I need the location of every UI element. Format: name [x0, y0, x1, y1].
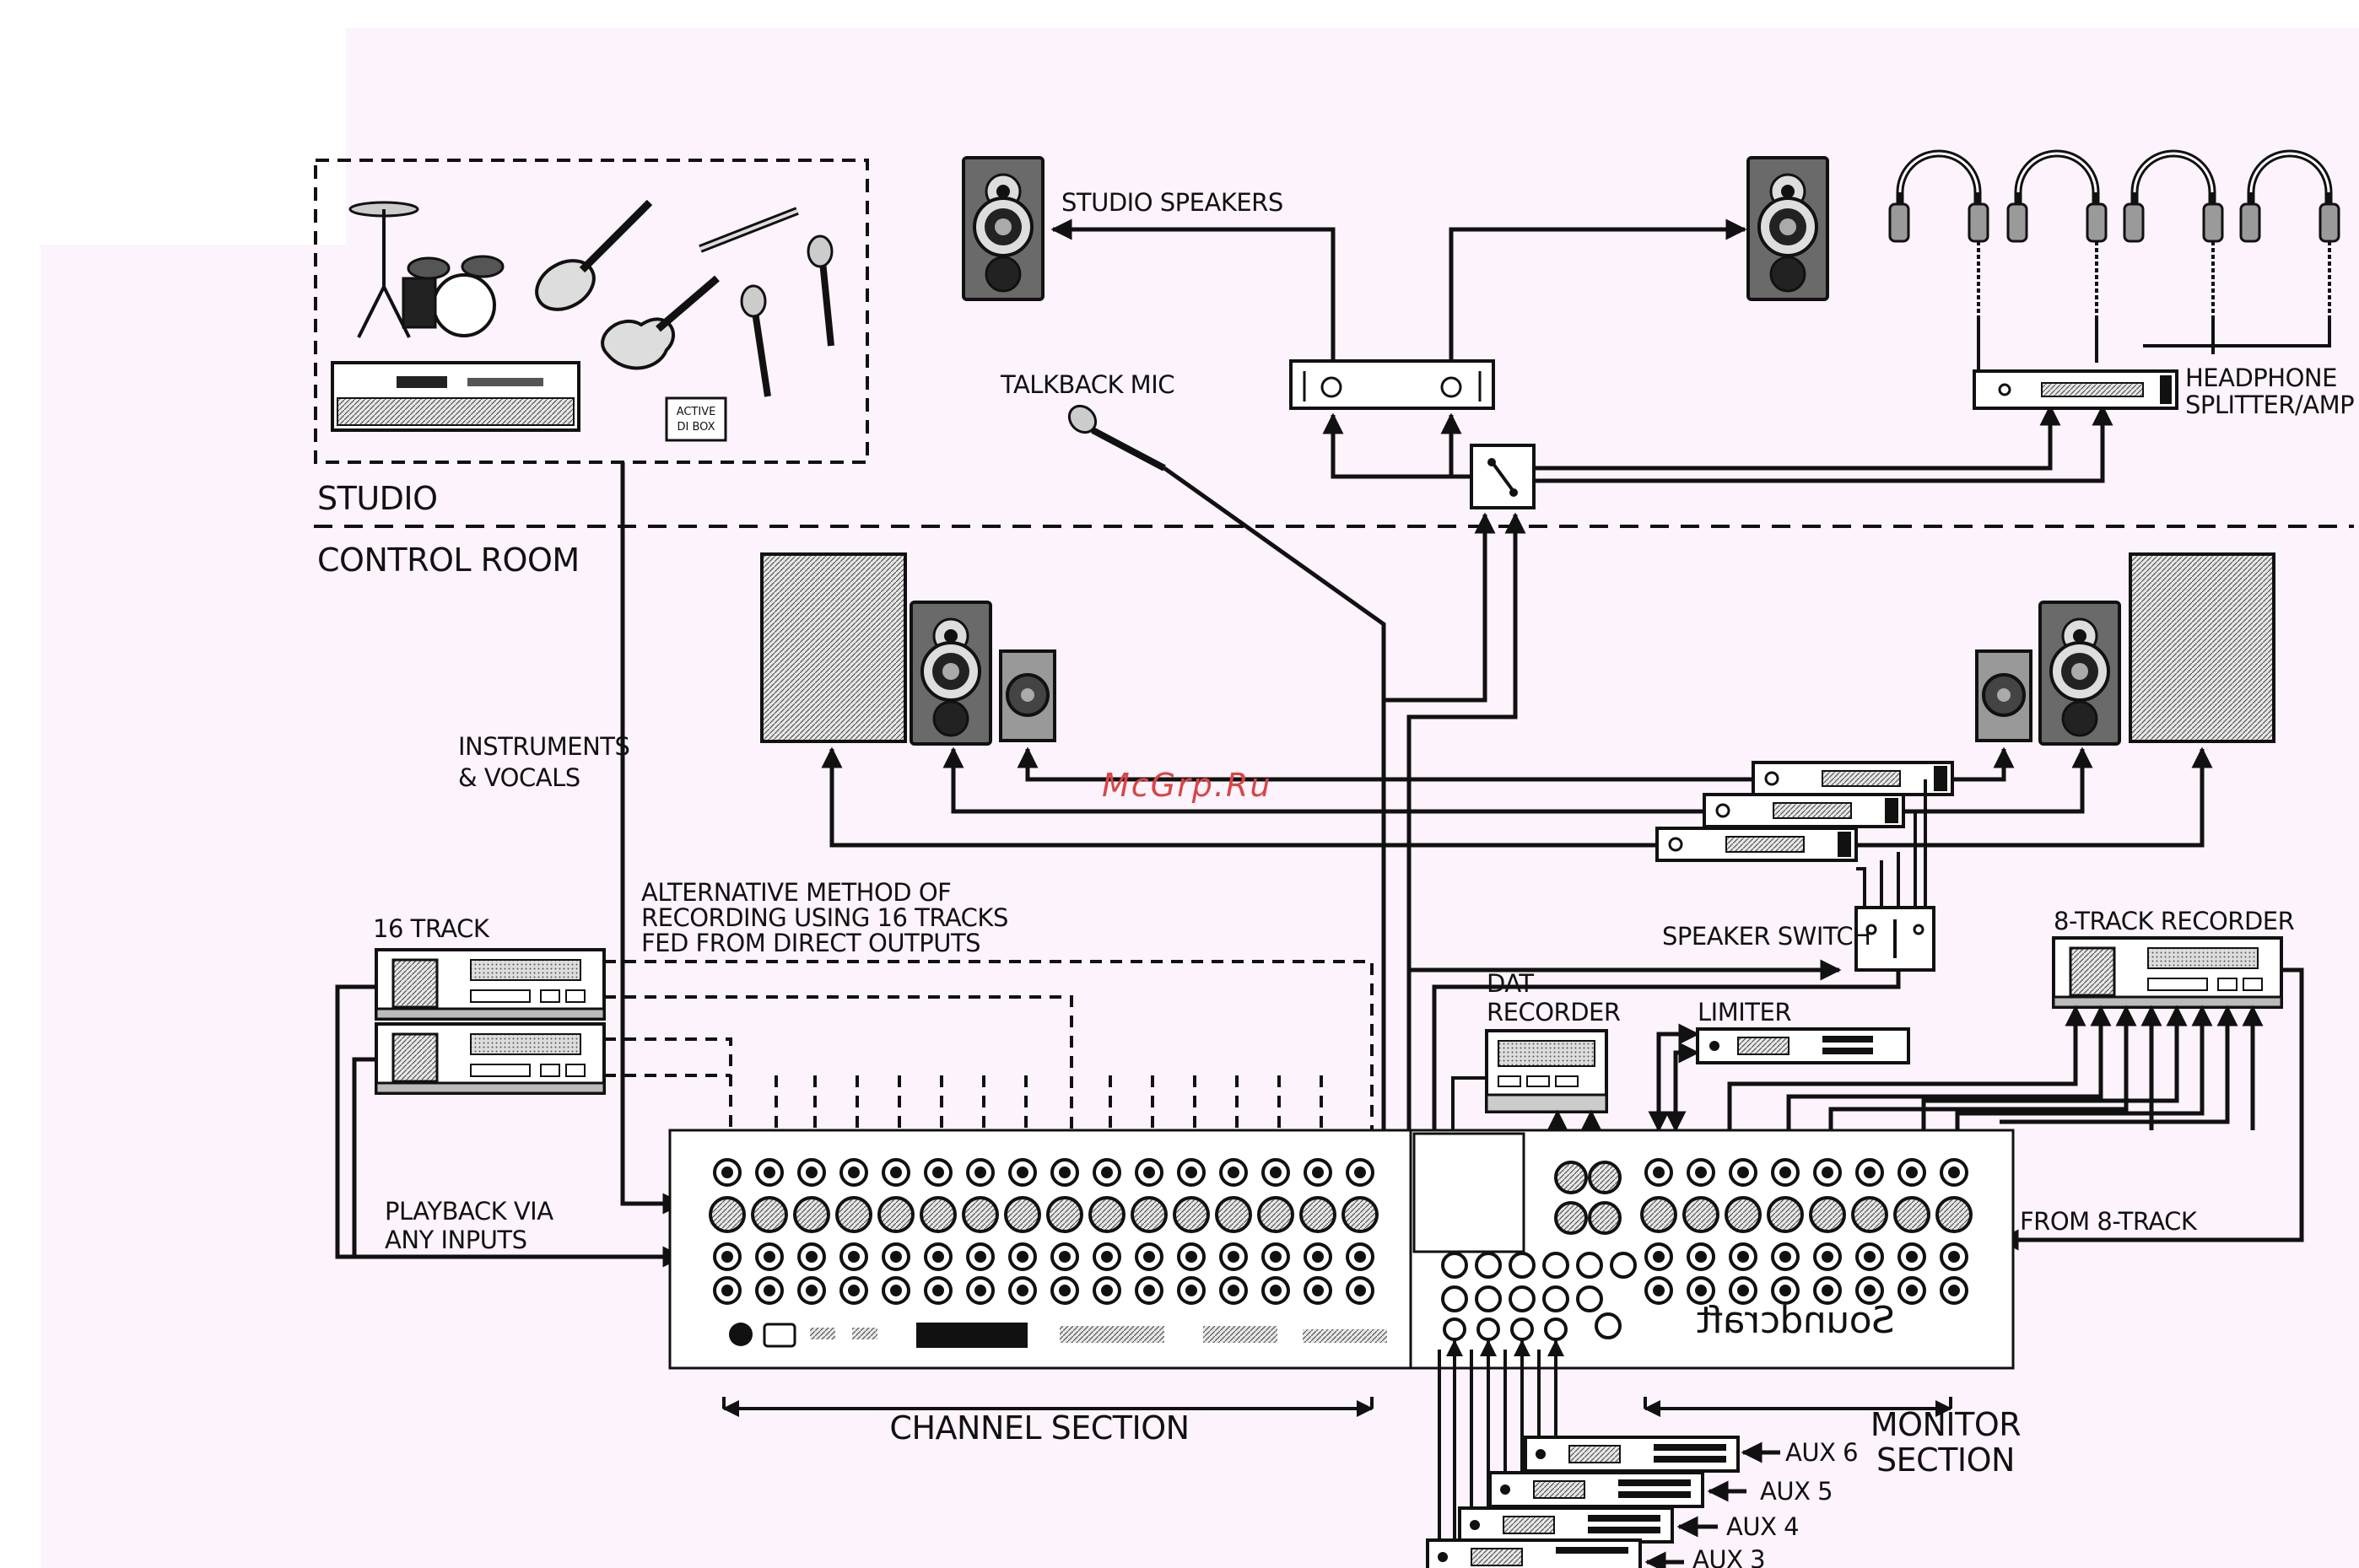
dat-label-1: DAT — [1487, 969, 1534, 998]
speaker-switch-box — [1854, 906, 1935, 972]
studio-label: STUDIO — [317, 480, 438, 517]
control-room-speaker-large-right-icon — [2129, 552, 2275, 743]
studio-instruments-box — [314, 159, 869, 464]
electric-guitar-icon — [601, 275, 720, 370]
watermark-text: McGrp.Ru — [1102, 767, 1271, 804]
talkback-mic-icon — [1067, 404, 1166, 471]
control-room-speaker-large-left-icon — [760, 552, 907, 743]
limiter-label: LIMITER — [1698, 998, 1791, 1026]
playback-label-1: PLAYBACK VIA — [385, 1197, 553, 1226]
control-room-speaker-mid-right-icon — [2038, 601, 2121, 746]
microphone-icon — [740, 234, 834, 397]
instruments-label-2: & VOCALS — [458, 763, 580, 792]
headphone-label-2: SPLITTER/AMP — [2185, 391, 2354, 419]
talkback-mic-label: TALKBACK MIC — [1000, 370, 1174, 399]
control-room-amp-2 — [1703, 793, 1905, 828]
studio-amplifier — [1289, 359, 1495, 410]
channel-section-label: CHANNEL SECTION — [889, 1409, 1189, 1447]
aux-rack-6 — [1524, 1436, 1740, 1473]
aux4-label: AUX 4 — [1726, 1512, 1799, 1541]
keyboard-synth-icon — [331, 361, 580, 432]
limiter-icon — [1696, 1027, 1910, 1064]
track16-recorder-top-icon — [375, 948, 606, 1021]
alt-method-label-2: RECORDING USING 16 TRACKS — [641, 903, 1008, 932]
aux-rack-4 — [1458, 1506, 1674, 1544]
headphone-splitter-amp — [1973, 369, 2178, 410]
acoustic-guitar-icon — [535, 199, 653, 311]
control-room-amp-3 — [1655, 827, 1858, 862]
aux3-label: AUX 3 — [1692, 1545, 1765, 1568]
speaker-switch-label: SPEAKER SWITCH — [1662, 922, 1870, 951]
aux-send-lines — [1438, 1339, 1564, 1540]
direct-output-dashed-lines — [604, 960, 1374, 1134]
flute-icon — [699, 207, 799, 253]
monitor-section-label-1: MONITOR — [1870, 1406, 2021, 1443]
aux5-label: AUX 5 — [1760, 1477, 1833, 1506]
instruments-label-1: INSTRUMENTS — [458, 732, 629, 761]
studio-speakers-label: STUDIO SPEAKERS — [1061, 188, 1283, 217]
track8-label: 8-TRACK RECORDER — [2054, 907, 2295, 935]
control-room-speaker-small-left-icon — [999, 649, 1056, 742]
control-room-label: CONTROL ROOM — [317, 542, 580, 579]
active-di-box: ACTIVE DI BOX — [665, 396, 727, 442]
track16-label: 16 TRACK — [373, 914, 490, 943]
master-section-jacks — [1441, 1161, 1637, 1341]
dat-recorder-icon — [1485, 1029, 1608, 1113]
alt-method-label-1: ALTERNATIVE METHOD OF — [641, 878, 951, 907]
active-di-label-2: DI BOX — [677, 421, 715, 434]
monitor-section-label-2: SECTION — [1876, 1441, 2015, 1479]
alt-method-label-3: FED FROM DIRECT OUTPUTS — [641, 929, 980, 957]
control-room-speaker-mid-left-icon — [910, 601, 992, 746]
mixing-console-rear-panel-icon: Soundcraft — [668, 1129, 2015, 1370]
dat-label-2: RECORDER — [1487, 998, 1621, 1026]
active-di-label-1: ACTIVE — [677, 406, 716, 418]
drum-kit-icon — [348, 201, 505, 338]
from-8track-label: FROM 8-TRACK — [2020, 1207, 2198, 1236]
studio-speaker-right-icon — [1746, 156, 1829, 301]
track16-recorder-bottom-icon — [375, 1022, 606, 1095]
rear-panel-labels — [729, 1323, 1387, 1348]
studio-speaker-left-icon — [962, 156, 1045, 301]
soundcraft-logo: Soundcraft — [1697, 1299, 1942, 1342]
playback-label-2: ANY INPUTS — [385, 1226, 527, 1254]
headphone-label-1: HEADPHONE — [2185, 364, 2337, 392]
studio-switch-box — [1470, 444, 1536, 509]
aux-rack-5 — [1488, 1471, 1704, 1508]
control-room-speaker-small-right-icon — [1975, 649, 2032, 742]
brand-logo-text: Soundcraft — [1697, 1299, 1895, 1342]
aux-rack-3 — [1426, 1538, 1642, 1568]
control-room-amp-1 — [1752, 761, 1954, 796]
track8-send-lines — [1727, 1005, 2264, 1130]
track8-recorder-icon — [2052, 936, 2283, 1009]
aux6-label: AUX 6 — [1785, 1438, 1858, 1467]
